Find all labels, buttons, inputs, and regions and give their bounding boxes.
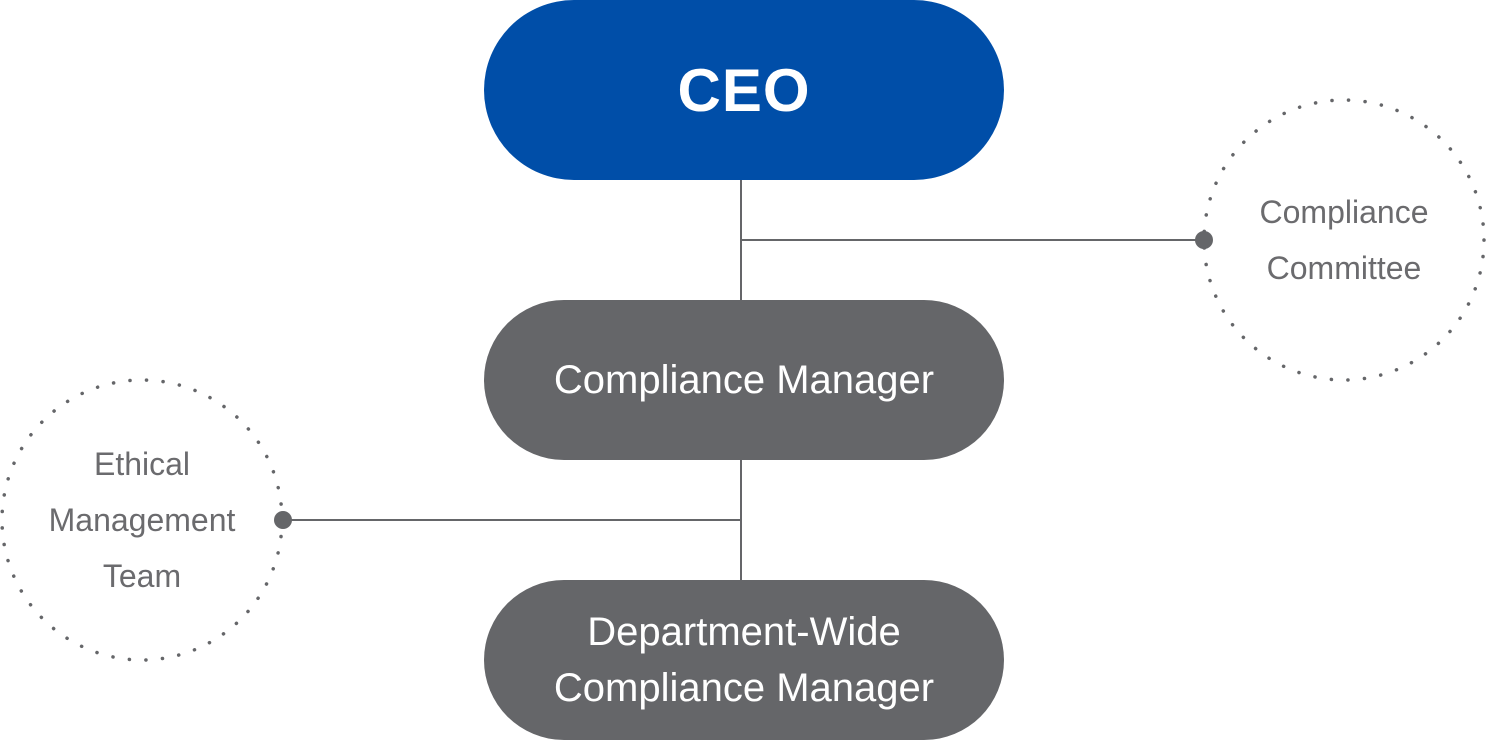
connector-dot-compliance-committee (1195, 231, 1213, 249)
node-ceo-label: CEO (677, 56, 811, 124)
node-department-wide-compliance-manager: Department-Wide Compliance Manager (484, 580, 1004, 740)
node-compliance-manager-label: Compliance Manager (553, 358, 935, 402)
dotted-circle-compliance-committee (1202, 98, 1486, 382)
node-compliance-manager: Compliance Manager (484, 300, 1004, 460)
compliance-committee-label: Compliance Committee (1259, 194, 1429, 286)
ethical-management-team-label: Ethical Management Team (48, 446, 236, 594)
dotted-circle-ethical-management-team (0, 378, 284, 662)
node-department-wide-compliance-manager-label: Department-Wide Compliance Manager (553, 610, 935, 710)
node-ceo: CEO (484, 0, 1004, 180)
